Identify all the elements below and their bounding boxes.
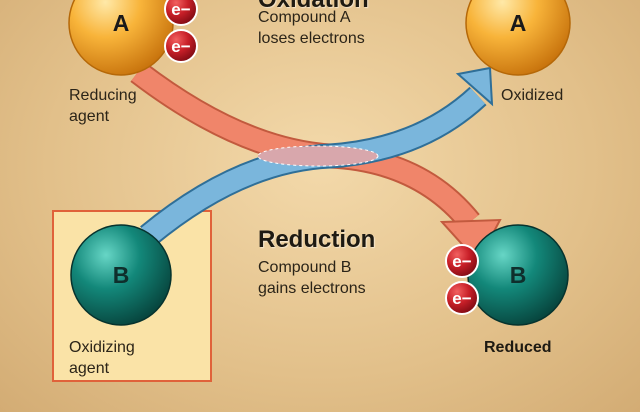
compound-a-letter: A: [112, 10, 130, 36]
oxidation-heading: Oxidation: [258, 0, 369, 14]
compound-b-letter: B: [509, 262, 527, 288]
electron-label: e−: [171, 0, 190, 19]
reducing-agent-caption: Reducing agent: [69, 87, 137, 125]
oxidized-caption: Oxidized: [501, 87, 564, 104]
reduction-description: Compound B gains electrons: [258, 259, 366, 297]
oxidizing-agent-caption: Oxidizing agent: [69, 339, 135, 377]
reduction-heading: Reduction: [258, 226, 376, 253]
compound-a-letter: A: [509, 10, 527, 36]
electron-label: e−: [452, 252, 471, 271]
electron-icon: [445, 244, 479, 278]
compound-a-oxidized: [465, 0, 571, 76]
reduced-caption: Reduced: [484, 339, 552, 356]
crossing-overlap: [257, 145, 379, 167]
electron-label: e−: [171, 37, 190, 56]
electron-icon: [445, 281, 479, 315]
compound-b-oxidizing-agent: [70, 224, 172, 326]
electron-icon: [164, 29, 198, 63]
electron-icon: [164, 0, 198, 26]
electron-label: e−: [452, 289, 471, 308]
oxidation-description: Compound A loses electrons: [258, 9, 365, 47]
compound-b-letter: B: [112, 262, 130, 288]
